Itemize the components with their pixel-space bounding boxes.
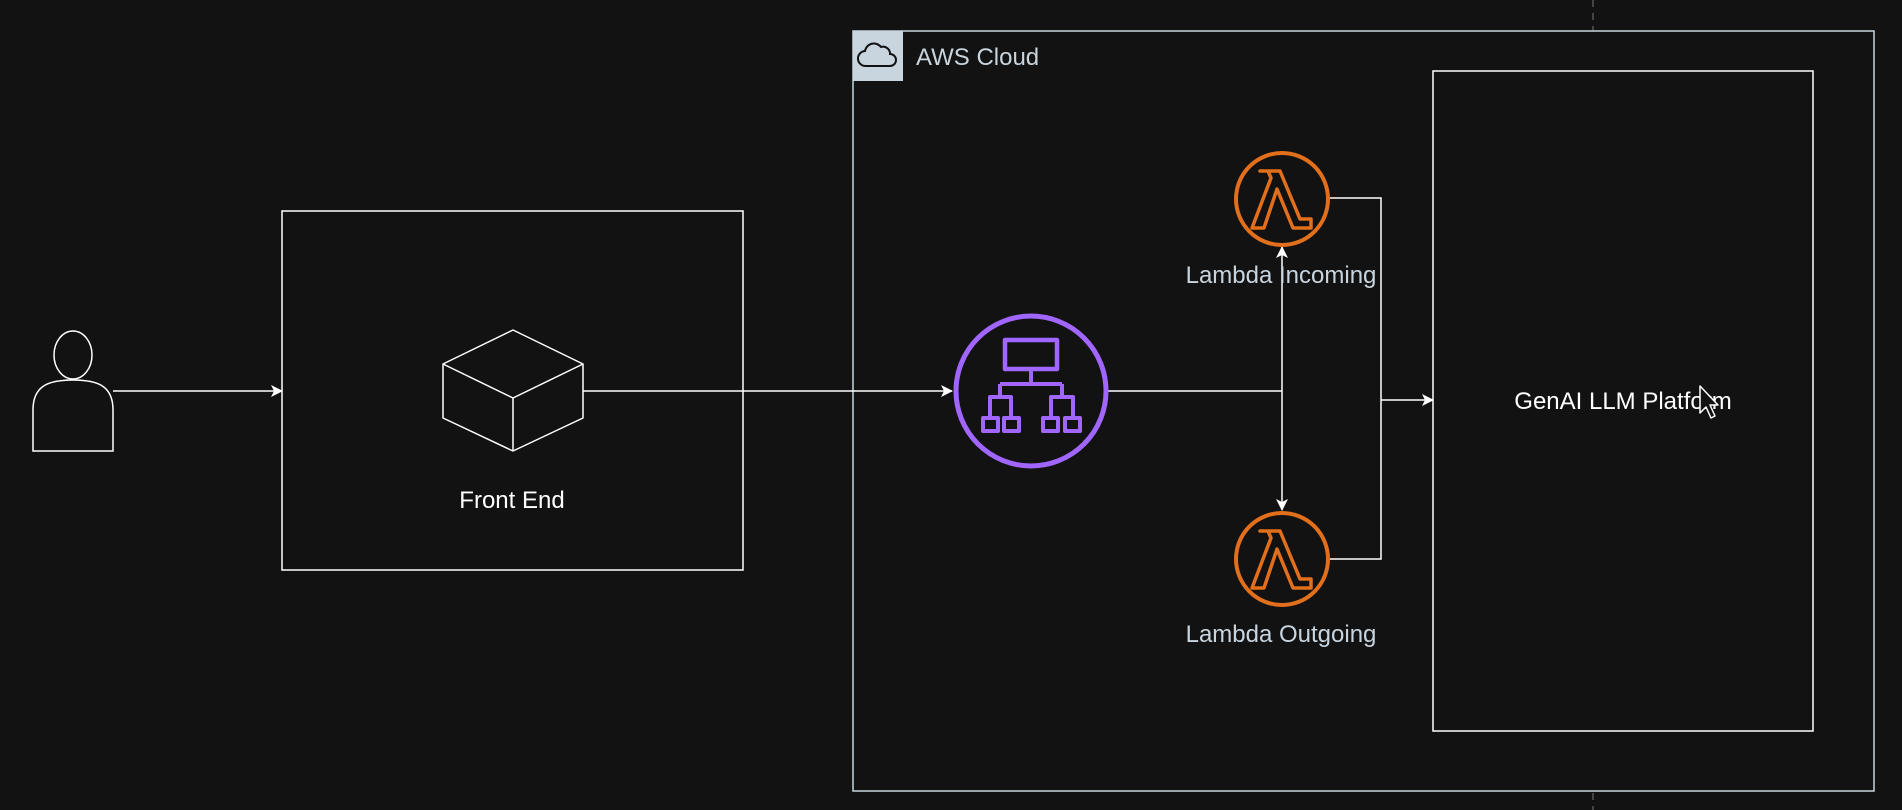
user-icon[interactable] bbox=[32, 330, 114, 452]
lambda-incoming-node[interactable]: Lambda Incoming bbox=[1186, 151, 1377, 289]
genai-platform-box[interactable]: GenAI LLM Platform bbox=[1432, 70, 1814, 732]
cursor-icon bbox=[1699, 385, 1719, 419]
genai-platform-label: GenAI LLM Platform bbox=[1514, 388, 1731, 415]
cube-icon bbox=[442, 329, 584, 452]
lambda-incoming-label: Lambda Incoming bbox=[1186, 262, 1377, 289]
lambda-outgoing-node[interactable]: Lambda Outgoing bbox=[1186, 511, 1377, 648]
lambda-glyph bbox=[1250, 169, 1313, 230]
front-end-label: Front End bbox=[459, 487, 564, 514]
lambda-outgoing-label: Lambda Outgoing bbox=[1186, 621, 1377, 648]
cloud-icon bbox=[857, 42, 897, 67]
lambda-incoming-to-platform-line bbox=[1329, 197, 1382, 400]
load-balancer-icon[interactable] bbox=[953, 313, 1109, 469]
aws-cloud-label: AWS Cloud bbox=[916, 44, 1039, 71]
connectors bbox=[113, 197, 1434, 560]
lambda-glyph bbox=[1250, 529, 1313, 590]
lambda-outgoing-to-platform-line bbox=[1329, 400, 1382, 560]
